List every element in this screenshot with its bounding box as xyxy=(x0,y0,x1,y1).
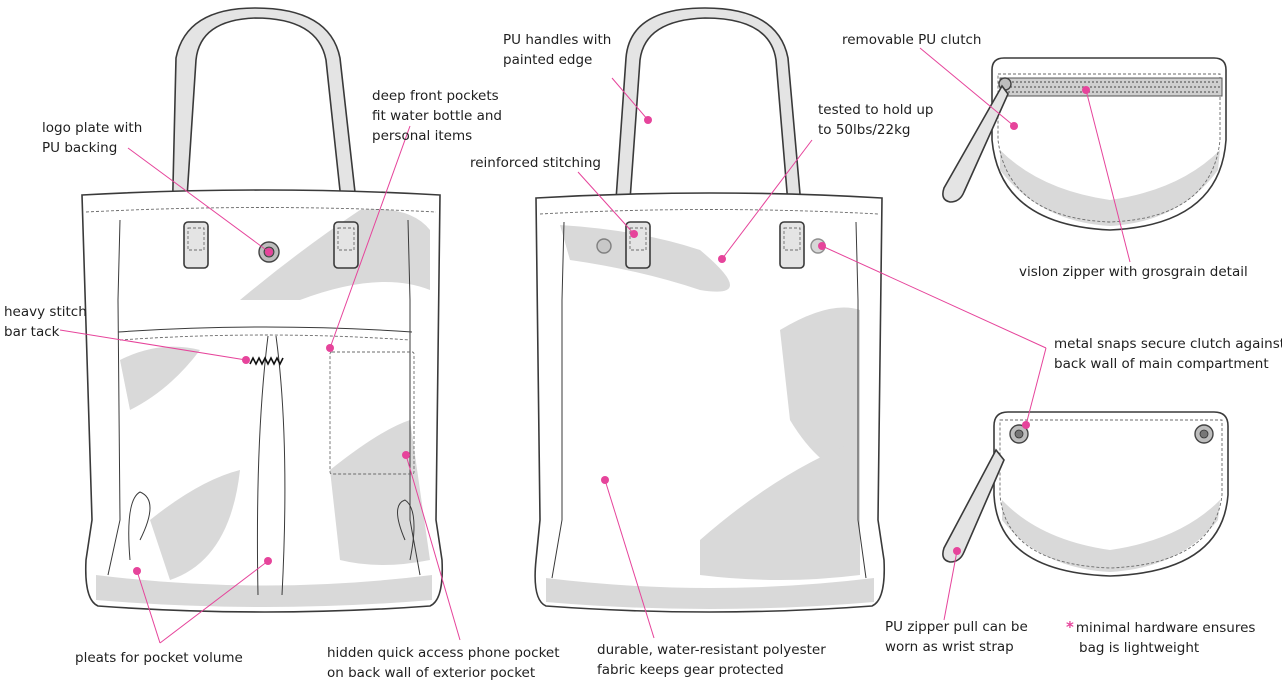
dot-snap-clutch xyxy=(1022,421,1030,429)
label-clutch: removable PU clutch xyxy=(842,32,982,48)
dot-snap-back xyxy=(818,242,826,250)
back-snap-left xyxy=(596,238,612,254)
clutch-wrist-strap-top xyxy=(942,84,1009,203)
label-logo-plate: logo plate with PU backing xyxy=(42,120,143,156)
leader-lines xyxy=(59,47,1131,644)
label-tested: tested to hold up to 50lbs/22kg xyxy=(818,102,934,138)
dot-logo-plate xyxy=(265,248,273,256)
clutch-wrist-strap-bottom xyxy=(942,448,1005,563)
clutch-zipped xyxy=(942,57,1227,231)
label-vislon: vislon zipper with grosgrain detail xyxy=(1019,264,1248,280)
dot-clutch xyxy=(1010,122,1018,130)
label-pleats: pleats for pocket volume xyxy=(75,650,243,666)
dot-durable xyxy=(601,476,609,484)
dot-pleat-center xyxy=(264,557,272,565)
dot-reinforced xyxy=(630,230,638,238)
label-snaps: metal snaps secure clutch against back w… xyxy=(1054,336,1282,372)
label-zipper-pull: PU zipper pull can be worn as wrist stra… xyxy=(885,619,1028,655)
front-view-tote xyxy=(81,7,444,613)
label-deep-pockets: deep front pockets fit water bottle and … xyxy=(372,88,503,144)
bar-tack xyxy=(249,356,284,366)
label-heavy-stitch: heavy stitch bar tack xyxy=(4,304,87,340)
dot-deep-pockets xyxy=(326,344,334,352)
dot-pleat-left xyxy=(133,567,141,575)
clutch-back xyxy=(942,411,1229,577)
label-hidden-pocket: hidden quick access phone pocket on back… xyxy=(327,645,560,681)
dot-pu-handles xyxy=(644,116,652,124)
dot-vislon xyxy=(1082,86,1090,94)
asterisk-icon: * xyxy=(1066,618,1074,636)
front-handle-left xyxy=(171,7,360,229)
callout-dots xyxy=(133,86,1090,575)
dot-bar-tack xyxy=(242,356,250,364)
dot-hidden-pocket xyxy=(402,451,410,459)
back-handle xyxy=(613,7,804,229)
label-hardware-note: *minimal hardware ensures bag is lightwe… xyxy=(1066,618,1256,656)
label-pu-handles: PU handles with painted edge xyxy=(503,32,612,68)
back-view-tote xyxy=(534,7,886,613)
label-durable: durable, water-resistant polyester fabri… xyxy=(597,642,826,678)
label-reinforced: reinforced stitching xyxy=(470,155,601,171)
hidden-phone-pocket-outline xyxy=(329,351,415,475)
dot-tested xyxy=(718,255,726,263)
dot-zipper-pull xyxy=(953,547,961,555)
